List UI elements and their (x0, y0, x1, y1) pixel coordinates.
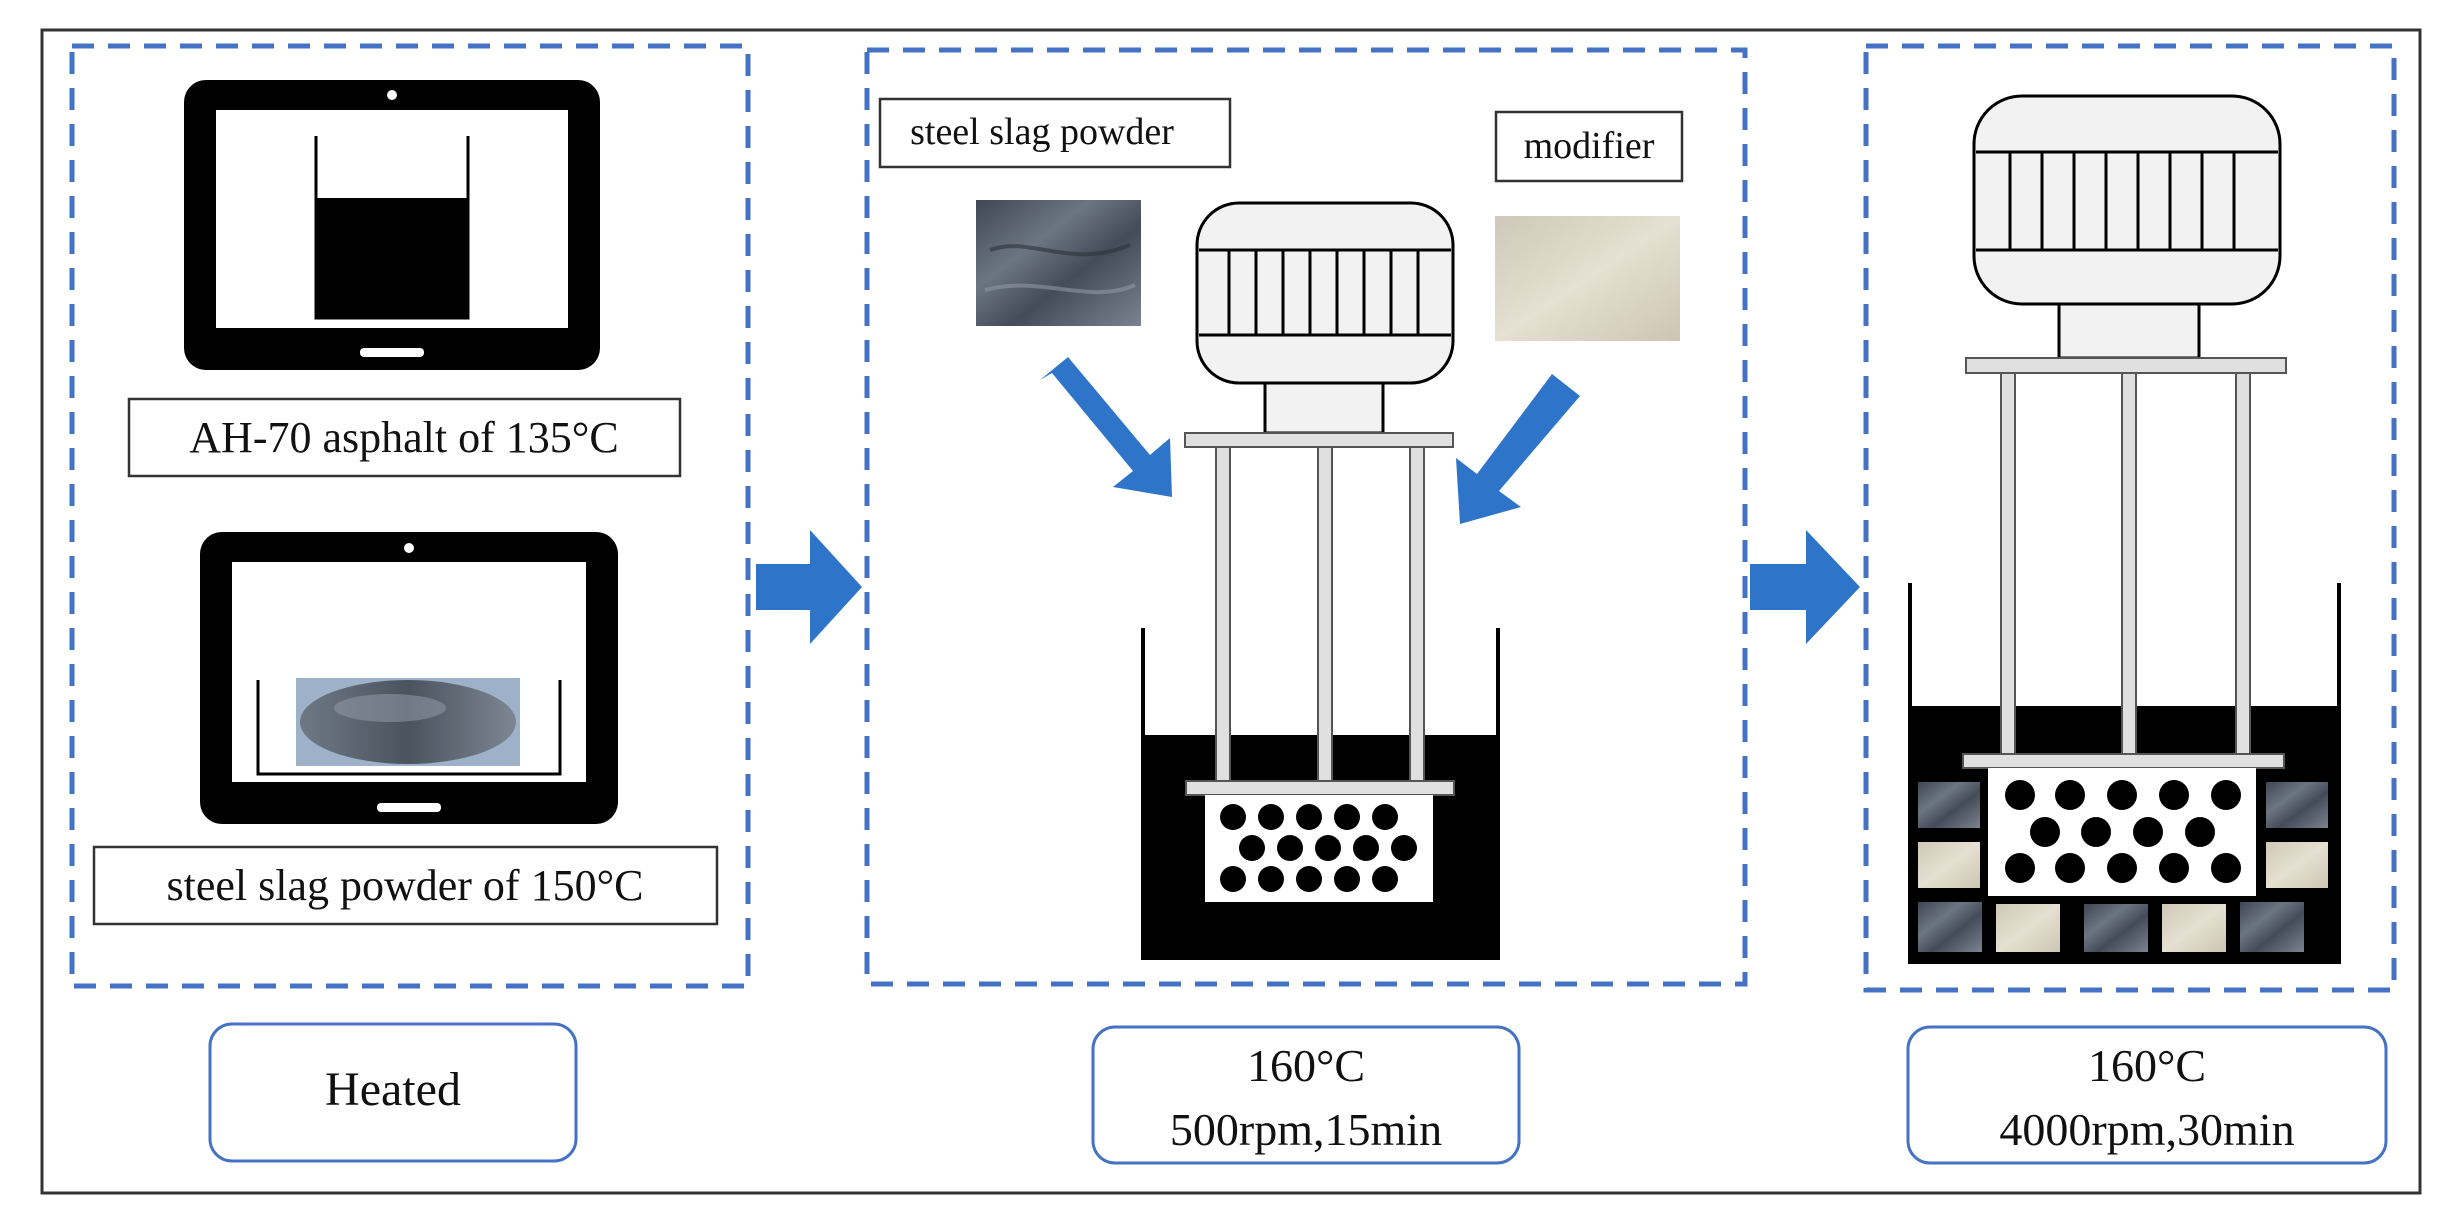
slag-powder-heap (300, 680, 516, 764)
modifier-tag: modifier (1524, 125, 1655, 167)
condition-2-temp: 160°C (1247, 1040, 1365, 1091)
slag-tag: steel slag powder (910, 111, 1174, 153)
panel-heating: AH-70 asphalt of 135°C steel slag powder… (69, 43, 751, 1163)
panel-3-dashed-border (1863, 43, 2397, 993)
feed-arrow-icon-modifier (1456, 374, 1580, 524)
mixing-head-icon (1205, 795, 1433, 902)
mixing-beaker-icon (1141, 628, 1500, 960)
panel-low-speed-mixing: steel slag powder modifier (864, 47, 1748, 1165)
shear-head-icon (1988, 768, 2256, 896)
panel-2-dashed-border (864, 47, 1748, 987)
dispersed-particles (1918, 782, 2328, 952)
asphalt-label-box (127, 397, 682, 478)
modifier-sample (1495, 216, 1680, 341)
panel-high-speed-shearing: 160°C 4000rpm,30min (1863, 43, 2397, 1165)
condition-3-temp: 160°C (2088, 1040, 2206, 1091)
step-label-heated: Heated (325, 1063, 461, 1116)
modifier-tag-box (1494, 110, 1684, 183)
shear-shafts (1962, 372, 2285, 769)
flow-arrow-icon-2 (1750, 530, 1860, 644)
asphalt-label: AH-70 asphalt of 135°C (189, 413, 618, 462)
condition-2-speed: 500rpm,15min (1170, 1104, 1442, 1155)
feed-arrow-icon-slag (1040, 357, 1172, 497)
slag-label-box (92, 845, 719, 926)
panel-1-dashed-border (69, 43, 751, 989)
shear-beaker-icon (1908, 583, 2341, 964)
mixer-shafts (1185, 446, 1455, 796)
condition-box-2 (1091, 1025, 1521, 1165)
condition-box-3 (1906, 1025, 2388, 1165)
slag-powder-sample (976, 200, 1141, 326)
shear-motor-icon (1965, 94, 2287, 374)
step-box-heated (208, 1022, 578, 1163)
tray-icon (256, 680, 562, 776)
asphalt-liquid (317, 198, 467, 318)
condition-3-speed: 4000rpm,30min (1999, 1104, 2294, 1155)
slag-tag-box (878, 97, 1232, 169)
tablet-icon-asphalt (184, 80, 600, 370)
mixer-motor-icon (1184, 201, 1455, 448)
flow-arrow-icon-1 (756, 530, 862, 644)
slag-label: steel slag powder of 150°C (166, 861, 643, 910)
tablet-icon-slag (200, 532, 618, 824)
